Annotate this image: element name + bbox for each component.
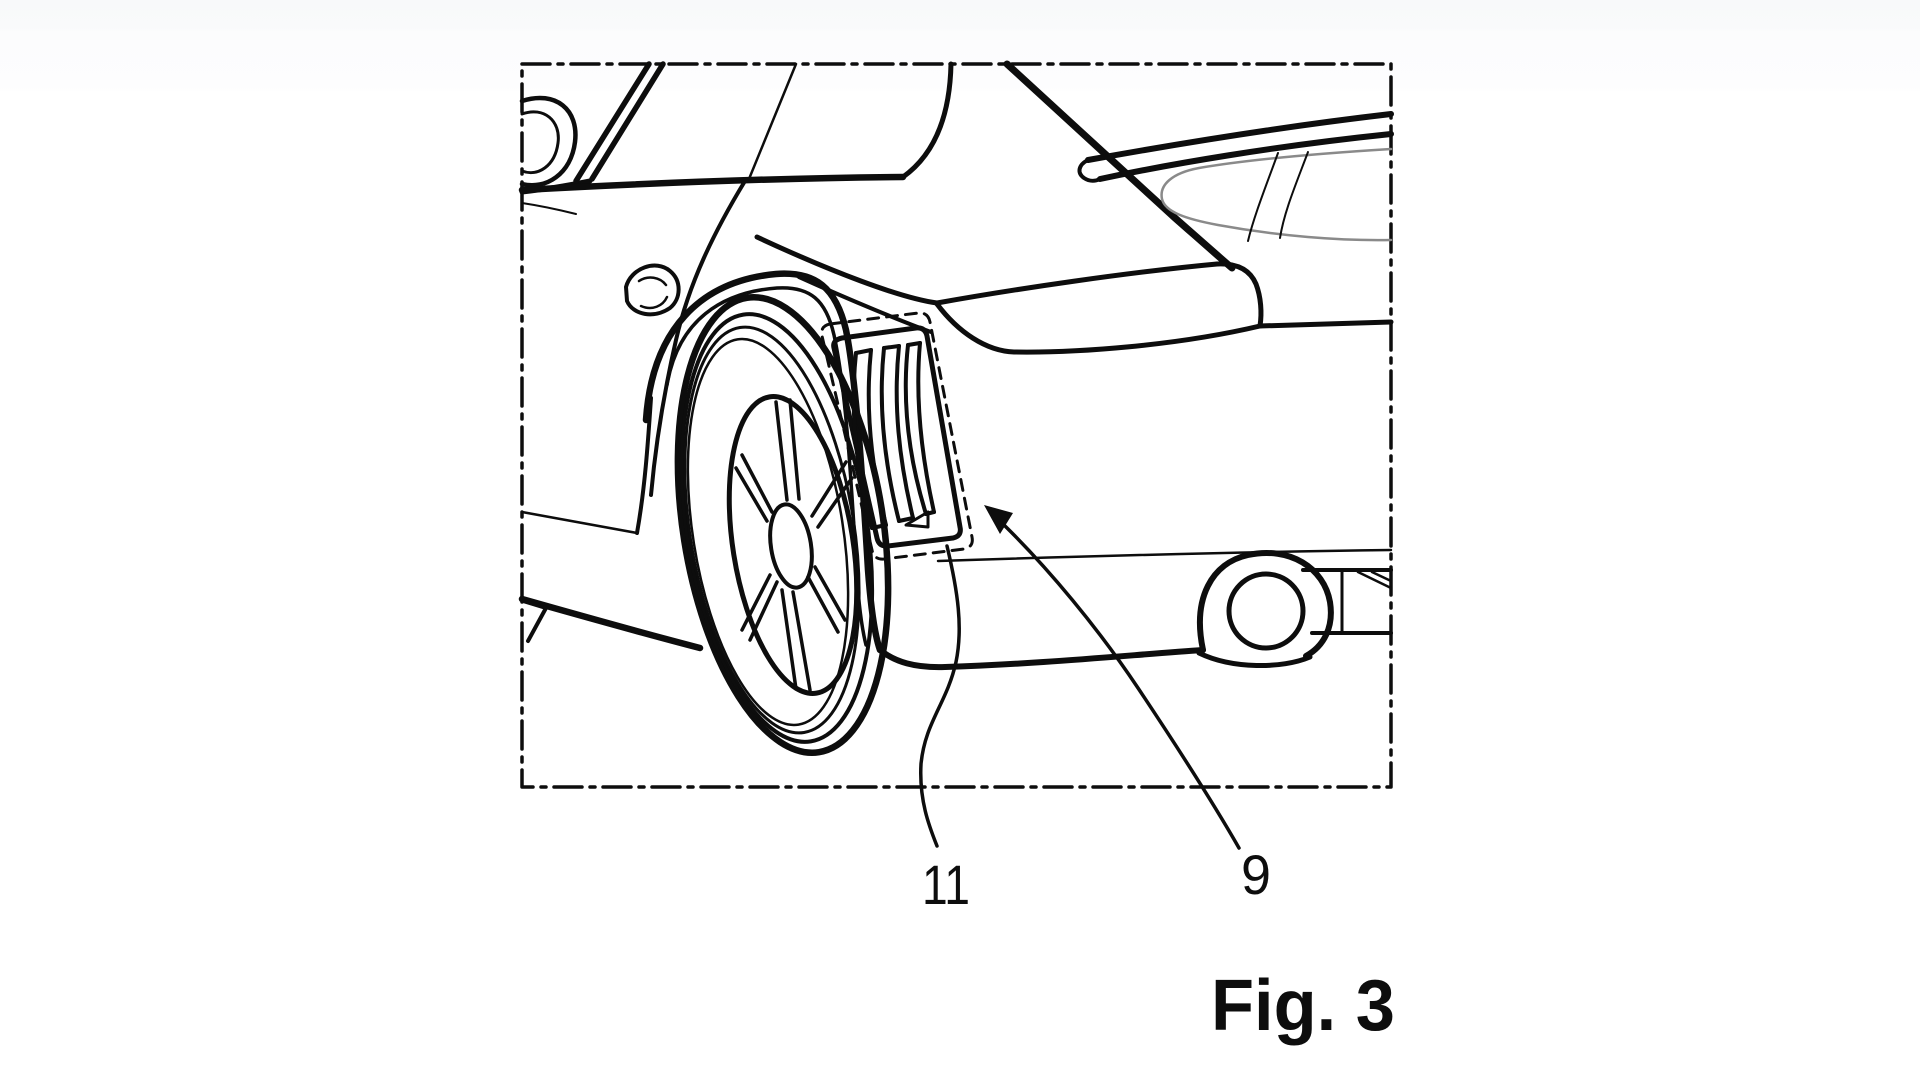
- door-rear-edge: [649, 179, 747, 497]
- tail-light: [934, 261, 1264, 355]
- rear-wheel: [674, 294, 892, 756]
- dash-dot-border: [520, 62, 1393, 789]
- wheel-spokes: [734, 398, 854, 692]
- exhaust-tailpipe: [1196, 550, 1393, 669]
- leader-line-11: [918, 544, 961, 848]
- rocker-panel: [518, 396, 704, 652]
- quarter-panel-shoulder: [754, 234, 940, 334]
- reference-label-9: 9: [1241, 843, 1271, 906]
- claim-region-dashed-outline: [820, 311, 974, 561]
- rear-bumper: [877, 319, 1394, 671]
- wheel-rim: [726, 394, 860, 696]
- door-handle: [624, 263, 681, 317]
- b-pillar: [573, 61, 666, 184]
- leader-line-9: [1001, 522, 1241, 850]
- wheel-hub: [768, 502, 814, 590]
- figure-caption: Fig. 3: [1211, 966, 1395, 1046]
- rear-spoiler: [1077, 111, 1394, 183]
- figure-boundary-frame: [520, 62, 1393, 789]
- arrowhead-9: [984, 505, 1013, 534]
- c-pillar: [1003, 60, 1236, 272]
- side-windows: [518, 61, 954, 215]
- reference-label-11: 11: [922, 853, 970, 916]
- rear-window: [1160, 147, 1393, 242]
- car-line-art: [518, 60, 1394, 756]
- leader-lines: [918, 505, 1241, 850]
- side-vent-louvers: [831, 325, 963, 549]
